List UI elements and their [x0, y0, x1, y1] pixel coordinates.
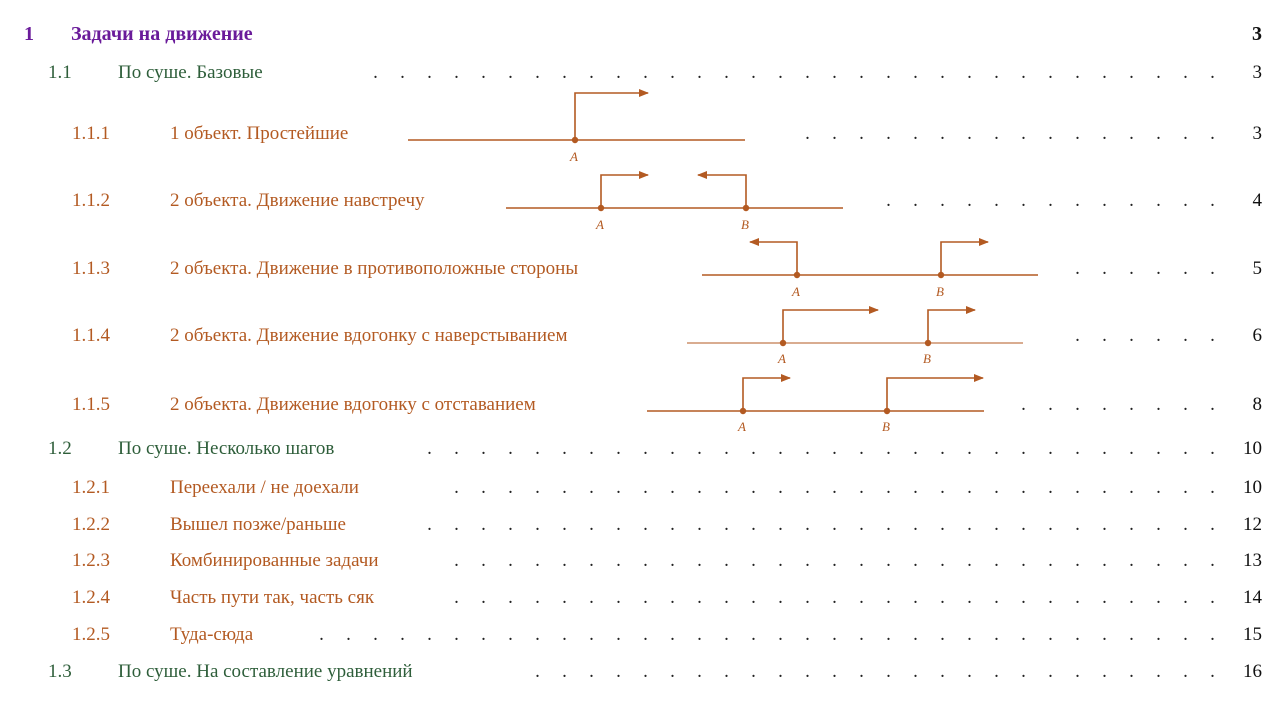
subsection-number: 1.1.5: [72, 394, 110, 415]
subsection-number: 1.2.1: [72, 477, 110, 498]
subsection-number: 1.2.2: [72, 514, 110, 535]
chapter-title[interactable]: Задачи на движение: [71, 23, 253, 45]
dot-leader: ......: [1075, 325, 1215, 346]
section-title[interactable]: По суше. Базовые: [118, 62, 263, 83]
page-number: 10: [1243, 438, 1262, 459]
page-number: 3: [1252, 123, 1263, 144]
subsection-title[interactable]: 2 объекта. Движение вдогонку с наверстыв…: [170, 325, 568, 346]
section-number: 1.2: [48, 438, 72, 459]
point-label-a: A: [595, 217, 604, 232]
page-number: 8: [1252, 394, 1263, 415]
point-label-a: A: [791, 284, 800, 299]
toc-subsection-row[interactable]: 1.1.3 2 объекта. Движение в противополож…: [0, 257, 1280, 281]
toc-subsection-row[interactable]: 1.1.2 2 объекта. Движение навстречу ....…: [0, 189, 1280, 213]
page-number: 15: [1243, 624, 1262, 645]
section-number: 1.3: [48, 661, 72, 682]
toc-section-row[interactable]: 1.3 По суше. На составление уравнений ..…: [0, 660, 1280, 684]
toc-chapter-row[interactable]: 1 Задачи на движение 3: [0, 22, 1280, 46]
page-number: 6: [1252, 325, 1263, 346]
point-label-a: A: [737, 419, 746, 434]
subsection-title[interactable]: 1 объект. Простейшие: [170, 123, 349, 144]
dot-leader: ..................................: [319, 624, 1215, 645]
point-label-b: B: [923, 351, 931, 366]
toc-section-row[interactable]: 1.2 По суше. Несколько шагов ...........…: [0, 437, 1280, 461]
subsection-number: 1.2.4: [72, 587, 110, 608]
dot-leader: .............................: [454, 587, 1215, 608]
subsection-title[interactable]: 2 объекта. Движение навстречу: [170, 190, 425, 211]
subsection-number: 1.1.1: [72, 123, 110, 144]
toc-subsection-row[interactable]: 1.2.2 Вышел позже/раньше ...............…: [0, 513, 1280, 537]
subsection-title[interactable]: Комбинированные задачи: [170, 550, 379, 571]
toc-subsection-row[interactable]: 1.2.1 Переехали / не доехали ...........…: [0, 476, 1280, 500]
page-number: 5: [1252, 258, 1263, 279]
section-title[interactable]: По суше. Несколько шагов: [118, 438, 335, 459]
toc-subsection-row[interactable]: 1.2.4 Часть пути так, часть сяк ........…: [0, 586, 1280, 610]
toc-subsection-row[interactable]: 1.2.3 Комбинированные задачи ...........…: [0, 549, 1280, 573]
section-title[interactable]: По суше. На составление уравнений: [118, 661, 413, 682]
subsection-number: 1.1.4: [72, 325, 110, 346]
dot-leader: ........: [1021, 394, 1215, 415]
subsection-number: 1.2.3: [72, 550, 110, 571]
point-label-a: A: [569, 149, 578, 164]
page-number: 13: [1243, 550, 1262, 571]
page-number: 10: [1243, 477, 1262, 498]
subsection-number: 1.1.2: [72, 190, 110, 211]
page-number: 14: [1243, 587, 1262, 608]
point-label-b: B: [741, 217, 749, 232]
point-label-b: B: [882, 419, 890, 434]
subsection-title[interactable]: 2 объекта. Движение в противоположные ст…: [170, 258, 579, 279]
dot-leader: ......: [1075, 258, 1215, 279]
chapter-number: 1: [24, 23, 34, 45]
subsection-title[interactable]: Часть пути так, часть сяк: [170, 587, 375, 608]
section-number: 1.1: [48, 62, 72, 83]
subsection-title[interactable]: Вышел позже/раньше: [170, 514, 346, 535]
dot-leader: ..........................: [535, 661, 1215, 682]
point-label-b: B: [936, 284, 944, 299]
subsection-title[interactable]: 2 объекта. Движение вдогонку с отставани…: [170, 394, 536, 415]
dot-leader: .............................: [454, 550, 1215, 571]
toc-subsection-row[interactable]: 1.1.5 2 объекта. Движение вдогонку с отс…: [0, 393, 1280, 417]
page-number: 12: [1243, 514, 1262, 535]
subsection-number: 1.2.5: [72, 624, 110, 645]
toc-subsection-row[interactable]: 1.1.4 2 объекта. Движение вдогонку с нав…: [0, 324, 1280, 348]
dot-leader: ..............................: [427, 438, 1215, 459]
subsection-number: 1.1.3: [72, 258, 110, 279]
toc-subsection-row[interactable]: 1.2.5 Туда-сюда ........................…: [0, 623, 1280, 647]
dot-leader: ................................: [373, 62, 1215, 83]
page-number: 3: [1252, 23, 1262, 45]
subsection-title[interactable]: Туда-сюда: [170, 624, 254, 645]
toc-section-row[interactable]: 1.1 По суше. Базовые ...................…: [0, 61, 1280, 85]
page-number: 16: [1243, 661, 1262, 682]
subsection-title[interactable]: Переехали / не доехали: [170, 477, 359, 498]
page-number: 4: [1252, 190, 1263, 211]
dot-leader: ................: [805, 123, 1215, 144]
dot-leader: .............................: [454, 477, 1215, 498]
page-number: 3: [1252, 62, 1263, 83]
dot-leader: .............: [886, 190, 1215, 211]
toc-subsection-row[interactable]: 1.1.1 1 объект. Простейшие .............…: [0, 122, 1280, 146]
dot-leader: ..............................: [427, 514, 1215, 535]
point-label-a: A: [777, 351, 786, 366]
